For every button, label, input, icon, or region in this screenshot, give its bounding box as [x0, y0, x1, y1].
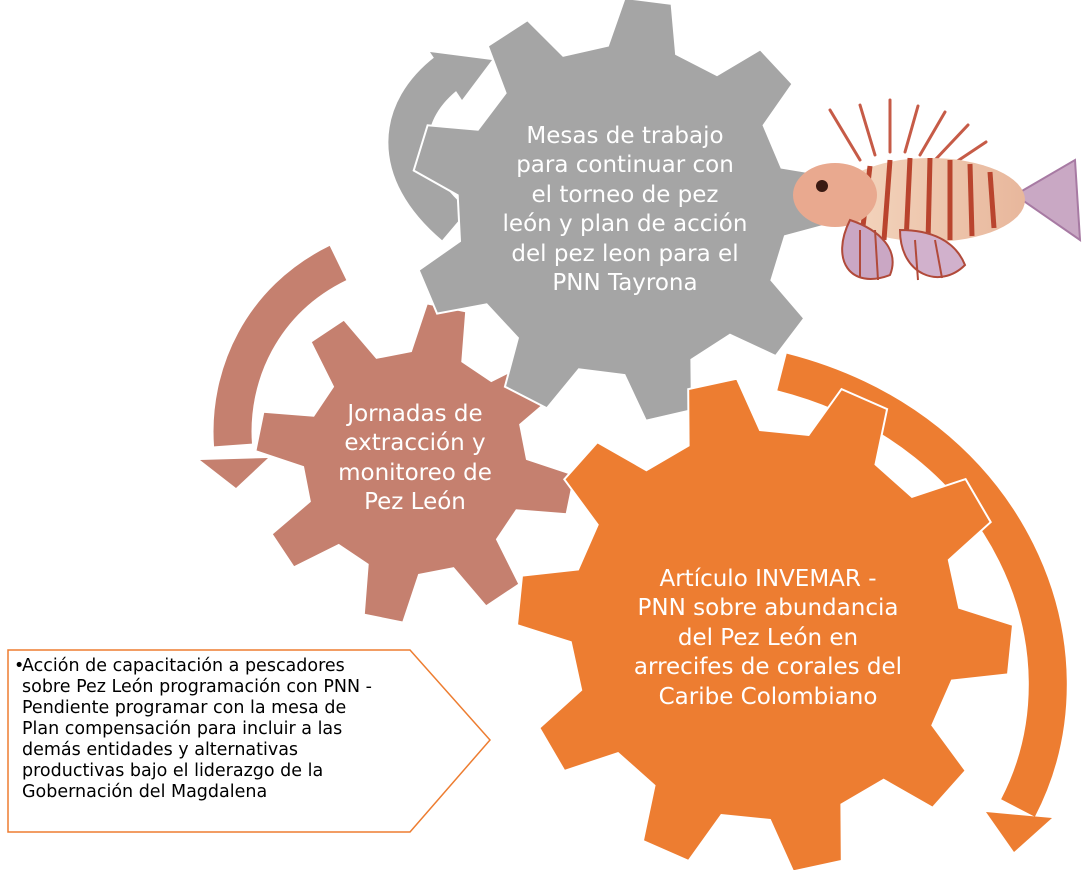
callout-box	[7, 649, 491, 833]
brown-cycle-arrow-icon	[200, 245, 347, 488]
callout-text: Acción de capacitación a pescadores sobr…	[22, 656, 372, 802]
orange-gear-label: Artículo INVEMAR - PNN sobre abundancia …	[633, 566, 903, 710]
orange-gear	[515, 377, 1015, 870]
gray-gear	[412, 0, 835, 422]
gear-layer	[254, 0, 1015, 870]
lionfish-icon	[793, 98, 1082, 281]
callout-content: • Acción de capacitación a pescadores so…	[14, 656, 414, 803]
gray-cycle-arrow-icon	[388, 52, 492, 241]
brown-gear	[254, 302, 576, 624]
gray-gear-label: Mesas de trabajo para continuar con el t…	[502, 123, 748, 297]
bullet-icon: •	[14, 656, 25, 676]
brown-gear-label: Jornadas de extracción y monitoreo de Pe…	[338, 401, 492, 516]
